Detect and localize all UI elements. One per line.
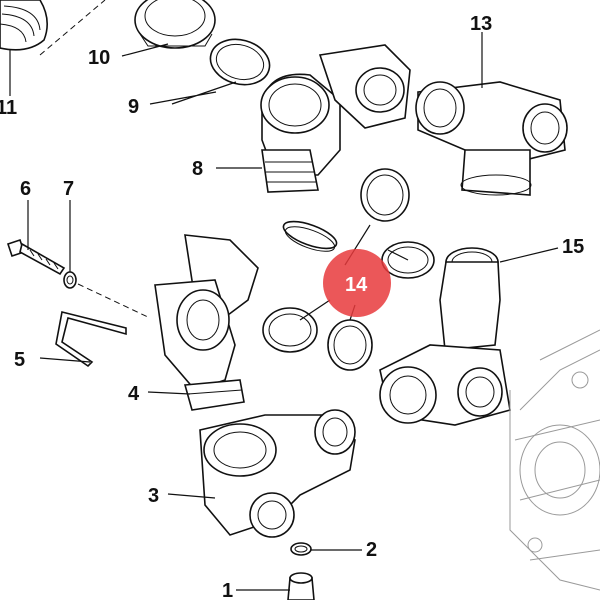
callout-9[interactable]: 9	[128, 96, 139, 118]
callout-1[interactable]: 1	[222, 580, 233, 600]
pump-housing-background	[509, 329, 600, 591]
dashed-leader-6-7	[77, 283, 151, 319]
callout-2[interactable]: 2	[366, 539, 377, 561]
callout-11[interactable]: 11	[0, 97, 17, 119]
callout-10[interactable]: 10	[88, 47, 110, 69]
part-3-elbow-fitting	[199, 409, 356, 538]
callout-7[interactable]: 7	[63, 178, 74, 200]
callout-14[interactable]: 14	[345, 274, 368, 296]
part-6-bolt	[6, 238, 66, 276]
dashed-leader-11	[39, 0, 106, 56]
callout-13[interactable]: 13	[470, 13, 492, 35]
part-8-elbow-fitting	[260, 44, 411, 193]
callout-3[interactable]: 3	[148, 485, 159, 507]
callout-4[interactable]: 4	[128, 383, 140, 405]
callout-leader-lines	[9, 32, 559, 591]
callout-15[interactable]: 15	[562, 236, 584, 258]
part-4-elbow-fitting	[154, 234, 259, 411]
part-14-seal-rings	[262, 168, 435, 371]
callout-5[interactable]: 5	[14, 349, 25, 371]
highlight-circle-14[interactable]	[323, 249, 391, 317]
part-1-plug	[287, 572, 315, 600]
part-7-washer	[63, 271, 77, 289]
callout-labels: 11 10 9 8 13 6 7 5 4 3 2 1 15 14	[0, 13, 584, 600]
part-10-nut	[134, 0, 216, 49]
callout-8[interactable]: 8	[192, 158, 203, 180]
part-9-rings	[209, 38, 271, 86]
part-15-long-tee-fitting	[379, 247, 511, 426]
part-11-coupling	[0, 0, 48, 51]
callout-6[interactable]: 6	[20, 178, 31, 200]
part-13-tee-fitting	[415, 81, 568, 196]
part-5-pin	[55, 311, 127, 368]
part-2-oring	[290, 542, 312, 556]
